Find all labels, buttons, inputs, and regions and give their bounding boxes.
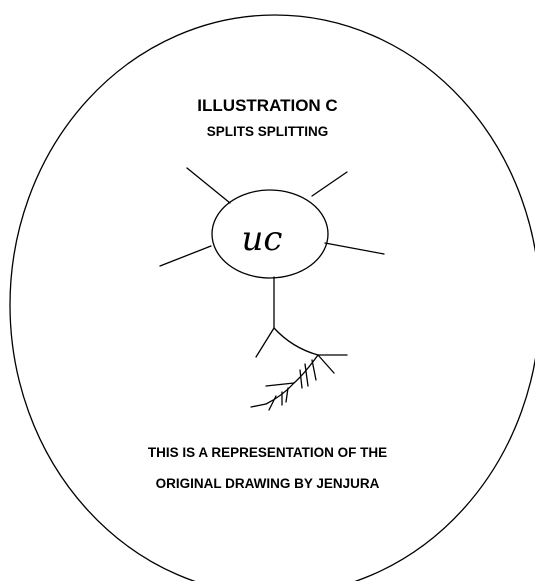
root-claw-1 bbox=[305, 364, 308, 386]
ray-lower-right bbox=[325, 243, 384, 254]
root-claw-8 bbox=[251, 404, 266, 407]
ray-upper-right bbox=[312, 172, 347, 196]
illustration-subtitle: SPLITS SPLITTING bbox=[0, 124, 535, 139]
root-claw-7 bbox=[269, 396, 276, 410]
branching-roots bbox=[251, 277, 347, 410]
ray-lower-left bbox=[160, 246, 211, 266]
root-claw-2 bbox=[312, 360, 316, 380]
central-node-label: uc bbox=[242, 219, 283, 259]
caption-line-2: ORIGINAL DRAWING BY JENJURA bbox=[0, 476, 535, 491]
illustration-title: ILLUSTRATION C bbox=[0, 96, 535, 116]
root-claw-3 bbox=[300, 370, 302, 388]
caption-line-1: THIS IS A REPRESENTATION OF THE bbox=[0, 445, 535, 460]
ray-upper-left bbox=[187, 168, 230, 203]
root-claw-4 bbox=[266, 383, 294, 386]
root-right-branch bbox=[274, 328, 318, 355]
root-lower-twig bbox=[318, 355, 334, 373]
root-left-branch bbox=[256, 328, 274, 357]
